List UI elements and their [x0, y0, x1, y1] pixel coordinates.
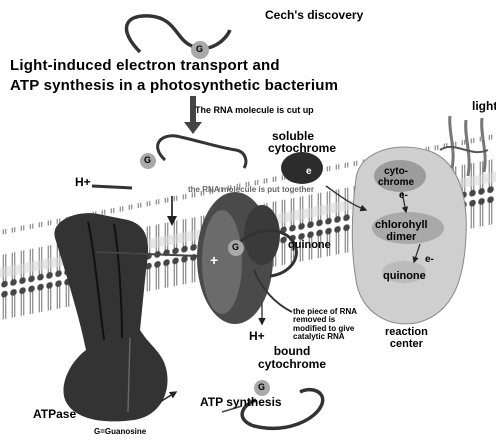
g-bead-label-cut: G — [144, 155, 151, 165]
label-soluble-cytochrome: cytochrome — [268, 142, 336, 155]
label-guanosine: G=Guanosine — [94, 428, 146, 436]
label-e-minus-2: e- — [425, 255, 434, 266]
g-bead-label-bottom: G — [258, 382, 265, 392]
label-atp-synthesis: ATP synthesis — [200, 396, 282, 409]
label-quinone-rc: quinone — [383, 271, 426, 283]
label-quinone-mid: quinone — [288, 240, 331, 252]
plus-sign: + — [210, 252, 218, 268]
label-e-minus-1: e- — [399, 191, 408, 202]
heading-line-1: Light-induced electron transport and — [10, 58, 280, 74]
label-e-soluble: e — [306, 167, 312, 178]
g-bead-label-top: G — [196, 44, 203, 54]
label-atpase: ATPase — [33, 408, 76, 421]
label-rna-piece: the piece of RNA removed is modified to … — [293, 308, 357, 342]
label-ghost-text: the RNA molecule is put together — [188, 186, 314, 194]
rna-cut — [92, 136, 246, 188]
label-bound-cytochrome: bound cytochrome — [258, 345, 326, 370]
rna-top — [127, 16, 230, 59]
label-chlorophyll-dimer: chlorohyll dimer — [375, 220, 428, 243]
label-h-plus-2: H+ — [249, 330, 265, 343]
soluble-cytochrome-blob — [281, 152, 323, 184]
label-light: light — [472, 100, 496, 113]
g-bead-label-mid: G — [232, 242, 239, 252]
heading-line-2: ATP synthesis in a photosynthetic bacter… — [10, 78, 338, 94]
label-reaction-center: reaction center — [385, 327, 428, 350]
label-rc-cytochrome: cyto- chrome — [378, 167, 414, 188]
label-rna-cut: The RNA molecule is cut up — [195, 106, 314, 115]
title-cech: Cech's discovery — [265, 9, 363, 22]
label-h-plus-1: H+ — [75, 176, 91, 189]
